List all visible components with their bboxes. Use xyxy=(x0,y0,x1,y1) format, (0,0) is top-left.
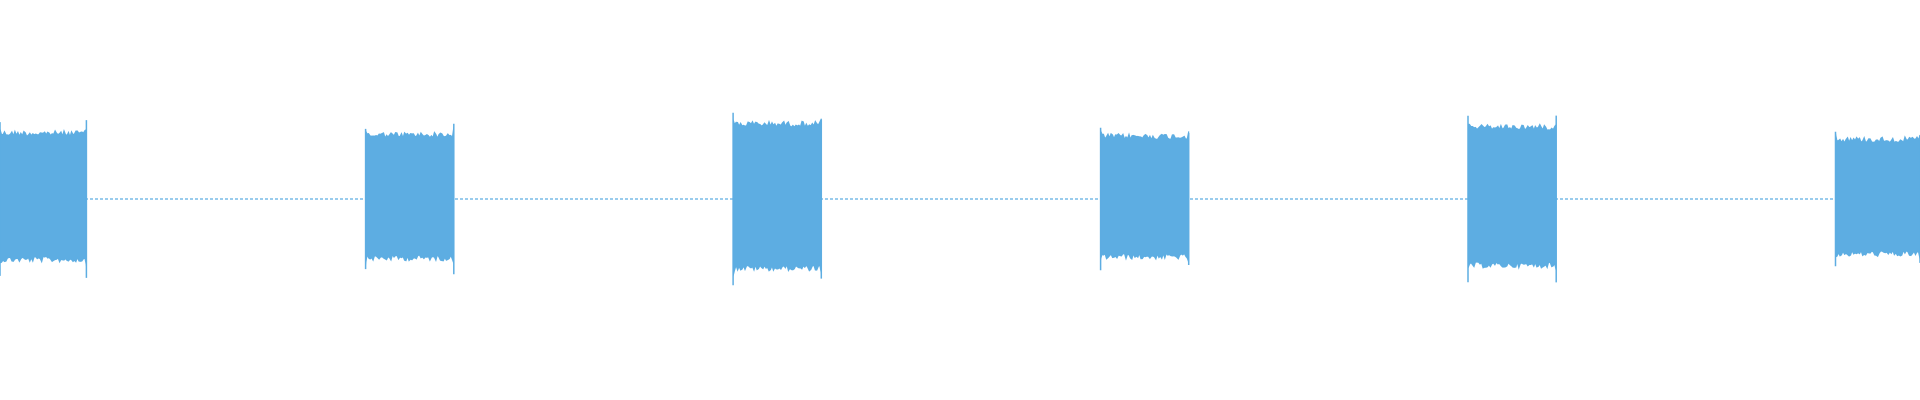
waveform-burst-2 xyxy=(365,127,455,265)
waveform-burst-4 xyxy=(1100,130,1190,263)
waveform-burst-1 xyxy=(0,128,87,267)
waveform-burst-5 xyxy=(1467,122,1557,272)
waveform-bursts xyxy=(0,112,1920,286)
waveform-burst-3 xyxy=(732,118,822,277)
waveform-burst-6 xyxy=(1835,133,1920,260)
